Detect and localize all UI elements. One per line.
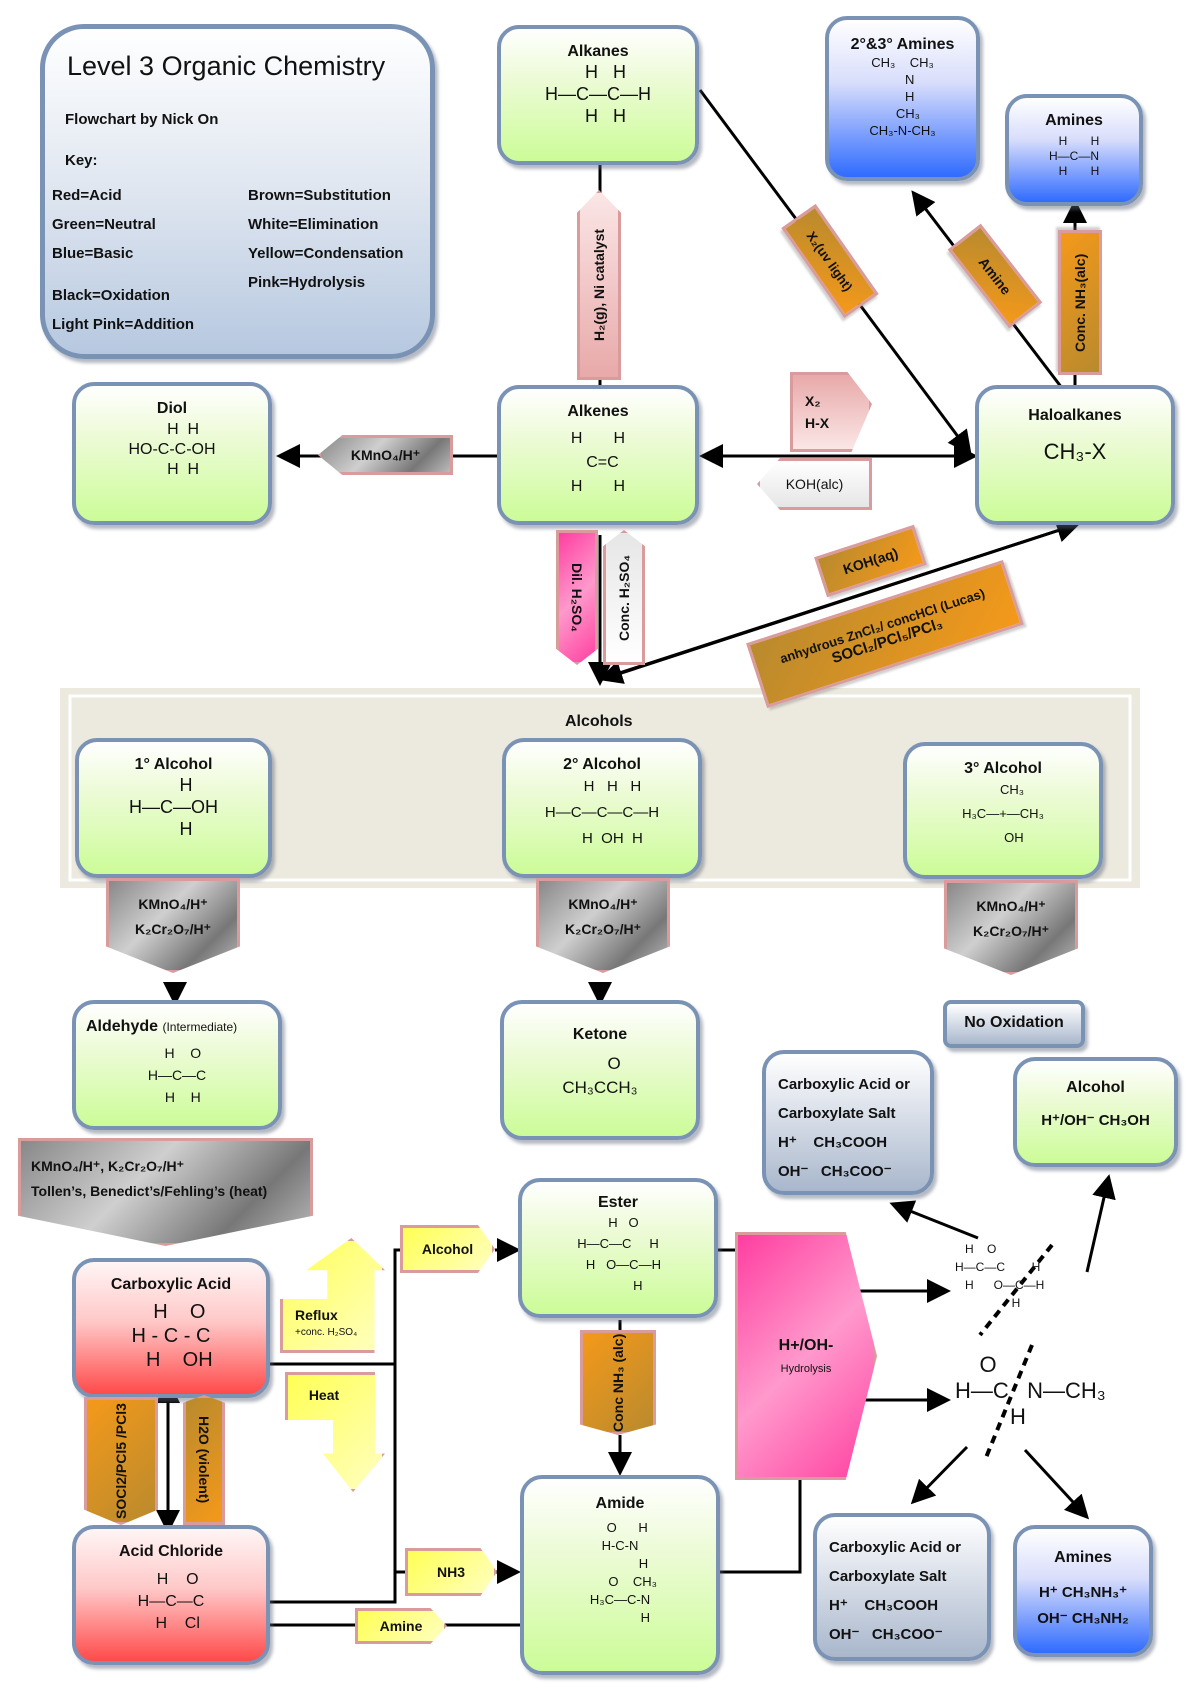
key-item: Blue=Basic — [52, 245, 134, 262]
acid-chloride-structure: H O H—C—C H Cl — [137, 1571, 205, 1632]
ester-cleavage-line — [978, 1243, 1054, 1337]
haloalkane-formula: CH₃-X — [1043, 439, 1107, 464]
reagent-kmno4-diol: KMnO₄/H⁺ — [318, 435, 453, 475]
key-heading: Key: — [65, 152, 98, 169]
key-panel: Level 3 Organic Chemistry Flowchart by N… — [40, 24, 435, 359]
node-carboxylic-salt-top: Carboxylic Acid or Carboxylate Salt H⁺ C… — [762, 1050, 934, 1195]
ester-split-structure: H O H—C—C H H O—C—H H — [955, 1242, 1045, 1310]
node-alkenes: Alkenes H H C=C H H — [497, 385, 699, 525]
reagent-h2-ni: H₂(g), Ni catalyst — [577, 190, 621, 380]
node-3-alcohol: 3° Alcohol CH₃ H₃C—+—CH₃ OH — [903, 742, 1103, 879]
node-23-amines: 2°&3° Amines CH₃ CH₃ N H CH₃ CH₃-N-CH₃ — [825, 16, 980, 181]
amide-split-structure: O H—C N—CH₃ H — [955, 1352, 1106, 1429]
reagent-nh3: NH3 — [405, 1548, 497, 1596]
node-haloalkanes: Haloalkanes CH₃-X — [975, 385, 1175, 525]
node-ester: Ester H O H—C—C H H O—C—H H — [518, 1178, 718, 1318]
author-credit: Flowchart by Nick On — [65, 111, 219, 128]
aldehyde-structure: H O H—C—C H H — [147, 1045, 207, 1105]
3-alcohol-structure: CH₃ H₃C—+—CH₃ OH — [962, 782, 1044, 845]
reagent-alcohol-condensation: Alcohol — [400, 1225, 495, 1273]
node-amines-top: Amines H H H—C—N H H — [1005, 94, 1143, 206]
node-no-oxidation: No Oxidation — [943, 1000, 1085, 1048]
node-aldehyde: Aldehyde (Intermediate) H O H—C—C H H — [72, 1000, 282, 1130]
node-1-alcohol: 1° Alcohol H H—C—OH H — [75, 738, 272, 878]
ester-structure: H O H—C—C H H O—C—H H — [577, 1215, 661, 1293]
amine-structure: H H H—C—N H H — [1049, 134, 1100, 178]
2-alcohol-structure: H H H H—C—C—C—H H OH H — [544, 778, 660, 847]
node-carboxylic-acid: Carboxylic Acid H O H - C - C H OH — [72, 1258, 270, 1398]
key-item: Brown=Substitution — [248, 187, 391, 204]
reagent-koh-alc: KOH(alc) — [757, 458, 872, 510]
key-item: Pink=Hydrolysis — [248, 274, 366, 291]
key-item: Light Pink=Addition — [52, 316, 195, 333]
node-acid-chloride: Acid Chloride H O H—C—C H Cl — [72, 1525, 270, 1665]
arrow-halo-to-alcohol — [598, 523, 1076, 684]
node-alcohol-product: Alcohol H⁺/OH⁻ CH₃OH — [1013, 1057, 1178, 1167]
amide-structure: O H H-C-N H O CH₃ H₃C—C-N H — [589, 1520, 657, 1625]
reagent-conc-nh3-ester: Conc NH₃ (alc) — [580, 1330, 656, 1435]
node-alkanes: Alkanes H H H—C—C—H H H — [497, 25, 699, 165]
alkene-structure: H H C=C H H — [570, 430, 626, 495]
carboxylic-acid-structure: H O H - C - C H OH — [131, 1301, 213, 1371]
key-item: Red=Acid — [52, 187, 122, 204]
23-amine-structure: CH₃ CH₃ N H CH₃ CH₃-N-CH₃ — [869, 55, 936, 138]
key-item: Yellow=Condensation — [248, 245, 404, 262]
aldehyde-subtitle: (Intermediate) — [162, 1020, 238, 1034]
reagent-socl2: SOCl2/PCl5 /PCl3 — [84, 1397, 158, 1525]
reagent-dil-h2so4: Dil. H₂SO₄ — [556, 530, 598, 665]
key-item: Green=Neutral — [52, 216, 156, 233]
node-2-alcohol: 2° Alcohol H H H H—C—C—C—H H OH H — [502, 738, 702, 878]
reagent-h2o-violent: H2O (violent) — [183, 1395, 225, 1525]
reagent-conc-nh3-alc: Conc. NH₃(alc) — [1058, 230, 1102, 375]
alcohols-group-title: Alcohols — [565, 713, 633, 730]
key-item: White=Elimination — [248, 216, 379, 233]
node-amines-bottom: Amines H⁺ CH₃NH₃⁺ OH⁻ CH₃NH₂ — [1013, 1525, 1153, 1657]
1-alcohol-structure: H H—C—OH H — [129, 775, 218, 839]
node-diol: Diol H H HO-C-C-OH H H — [72, 382, 272, 525]
reagent-oxid-2: KMnO₄/H⁺ K₂Cr₂O₇/H⁺ — [536, 878, 670, 973]
node-ketone: Ketone O CH₃CCH₃ — [500, 1000, 700, 1140]
reagent-conc-h2so4: Conc. H₂SO₄ — [603, 530, 645, 665]
ketone-structure: O CH₃CCH₃ — [562, 1054, 638, 1097]
page-title: Level 3 Organic Chemistry — [67, 51, 386, 81]
diol-structure: H H HO-C-C-OH H H — [128, 421, 216, 478]
node-amide: Amide O H H-C-N H O CH₃ H₃C—C-N H — [520, 1475, 720, 1675]
alkane-structure: H H H—C—C—H H H — [545, 62, 651, 126]
reagent-hydrolysis: H+/OH- Hydrolysis — [735, 1232, 877, 1480]
key-item: Black=Oxidation — [52, 287, 170, 304]
aldehyde-title: Aldehyde — [86, 1018, 159, 1035]
amide-cleavage-line — [983, 1344, 1034, 1461]
node-carboxylic-salt-bottom: Carboxylic Acid or Carboxylate Salt H⁺ C… — [813, 1513, 991, 1661]
reagent-amine-bottom: Amine — [355, 1608, 447, 1644]
